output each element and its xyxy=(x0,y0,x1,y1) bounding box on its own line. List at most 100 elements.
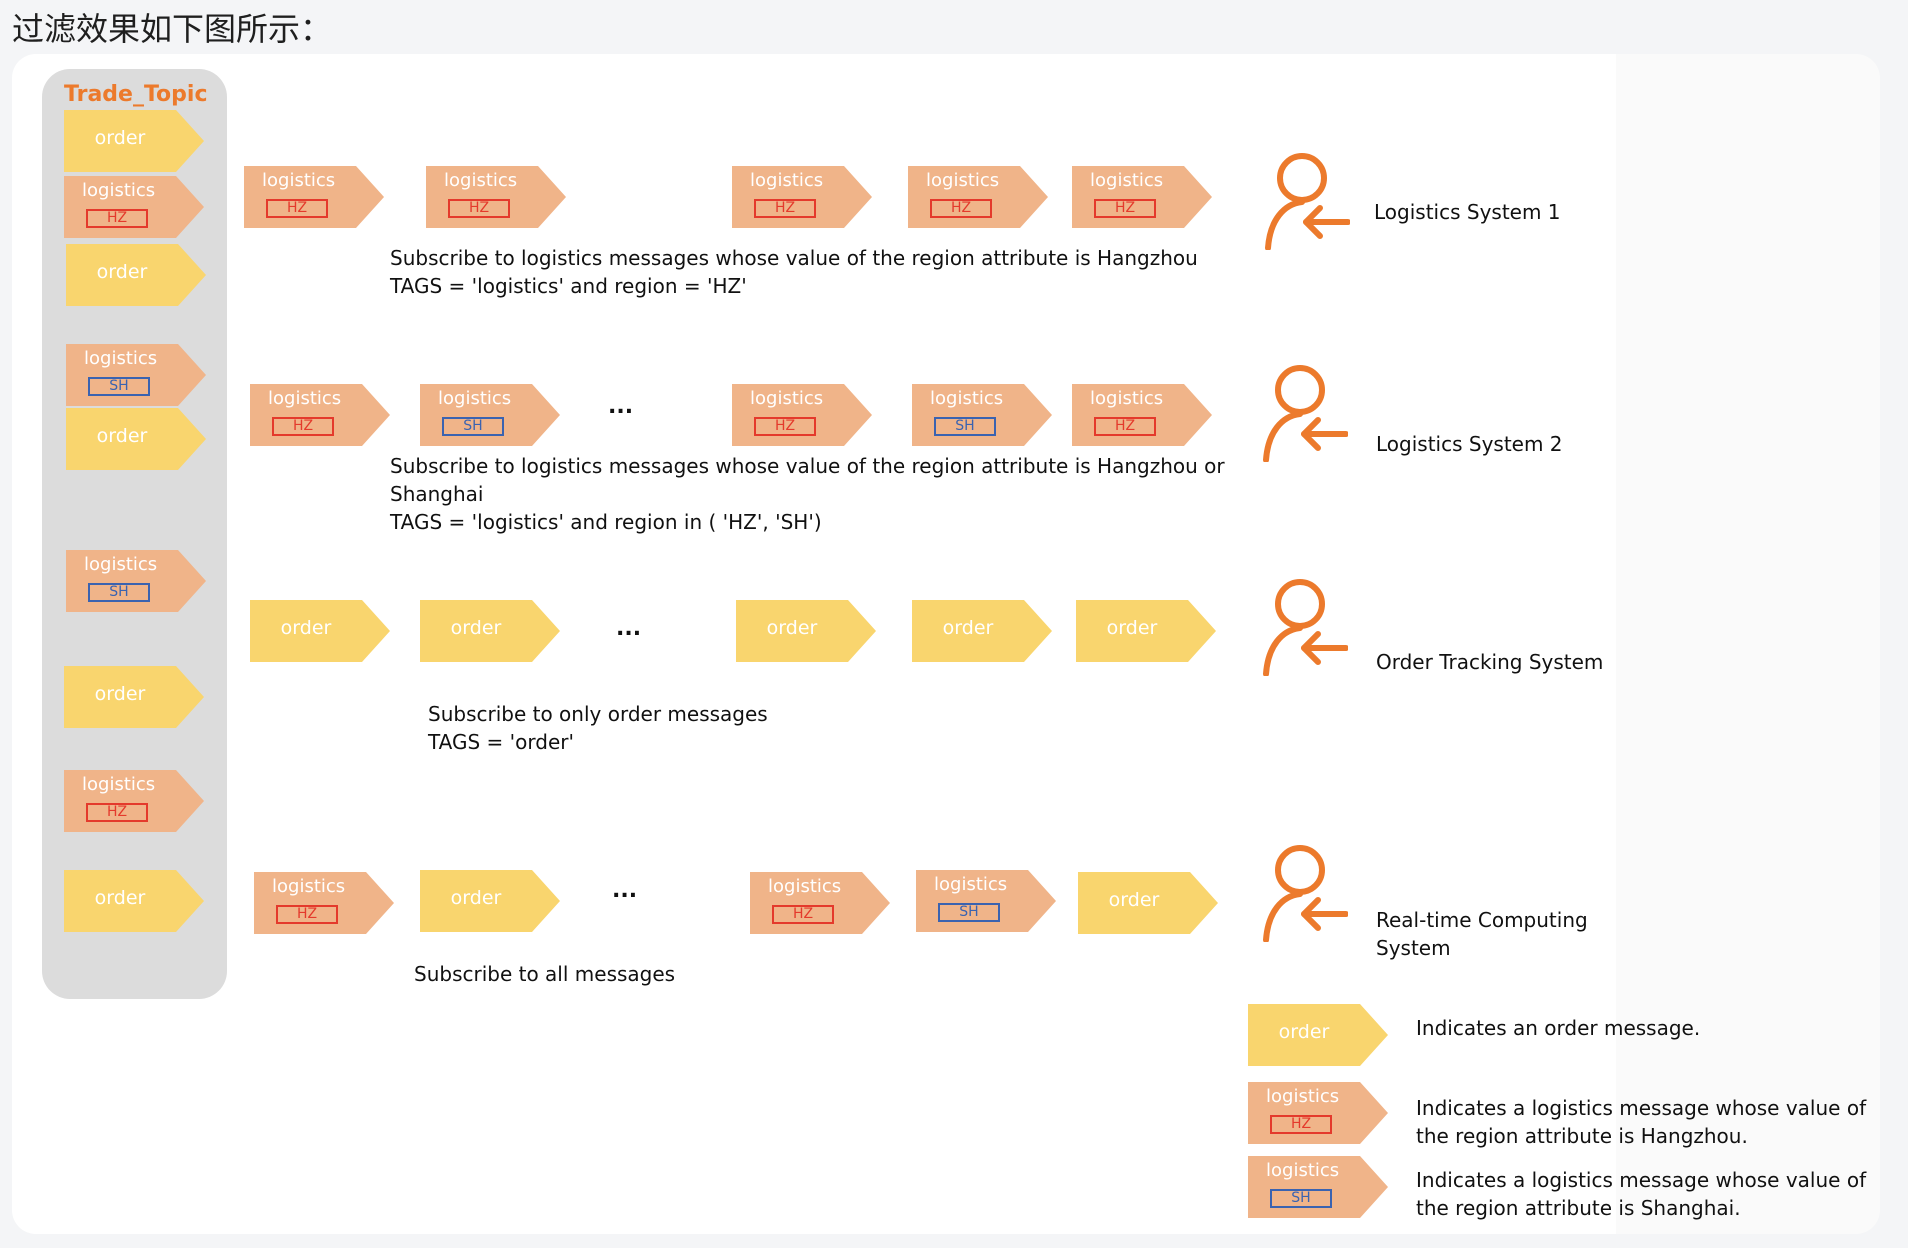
region-tag-hz: HZ xyxy=(930,199,992,218)
message-label: logistics xyxy=(82,774,156,795)
message-label: order xyxy=(96,261,148,283)
message-label: logistics xyxy=(926,170,1000,191)
region-tag-sh: SH xyxy=(88,377,150,396)
region-tag-sh: SH xyxy=(442,417,504,436)
message-arrow-shape xyxy=(1248,1082,1388,1144)
region-tag-hz: HZ xyxy=(276,905,338,924)
region-tag-hz: HZ xyxy=(1094,417,1156,436)
row3-ellipsis: ... xyxy=(616,616,642,641)
order-message-row4: order xyxy=(420,870,560,932)
message-arrow-shape xyxy=(254,872,394,934)
system-realtime-line2: System xyxy=(1376,936,1451,960)
region-tag-hz: HZ xyxy=(272,417,334,436)
legend-sh-text-line1: Indicates a logistics message whose valu… xyxy=(1416,1168,1867,1192)
user-icon-svg xyxy=(1263,845,1349,943)
region-tag-hz: HZ xyxy=(754,199,816,218)
system-realtime-line1: Real-time Computing xyxy=(1376,908,1588,932)
message-arrow-shape xyxy=(250,600,390,662)
message-arrow-shape xyxy=(1248,1004,1388,1066)
legend-hz-text-line1: Indicates a logistics message whose valu… xyxy=(1416,1096,1867,1120)
message-arrow-shape xyxy=(64,666,204,728)
message-label: order xyxy=(450,887,502,909)
message-label: order xyxy=(280,617,332,639)
order-message-topic: order xyxy=(64,870,204,932)
region-tag-hz: HZ xyxy=(266,199,328,218)
message-label: order xyxy=(766,617,818,639)
message-arrow-shape xyxy=(244,166,384,228)
order-message-row3: order xyxy=(912,600,1052,662)
message-label: order xyxy=(1278,1021,1330,1043)
row3-description-line1: Subscribe to only order messages xyxy=(428,702,768,726)
message-label: order xyxy=(1108,889,1160,911)
row2-description-line1: Subscribe to logistics messages whose va… xyxy=(390,454,1225,478)
order-message-row3: order xyxy=(420,600,560,662)
message-arrow-shape xyxy=(66,550,206,612)
message-arrow-shape xyxy=(732,166,872,228)
region-tag-sh: SH xyxy=(938,903,1000,922)
message-arrow-shape xyxy=(912,384,1052,446)
message-arrow-shape xyxy=(420,600,560,662)
row2-description-line2: Shanghai xyxy=(390,482,484,506)
message-arrow-shape xyxy=(420,384,560,446)
region-tag-hz: HZ xyxy=(754,417,816,436)
message-arrow-shape xyxy=(750,872,890,934)
message-label: logistics xyxy=(1266,1160,1340,1181)
message-arrow-shape xyxy=(912,600,1052,662)
system-logistics-1: Logistics System 1 xyxy=(1374,200,1561,224)
message-arrow-shape xyxy=(1248,1156,1388,1218)
order-message-row3: order xyxy=(1076,600,1216,662)
row2-ellipsis: ... xyxy=(608,394,634,419)
user-icon-svg xyxy=(1265,153,1351,251)
region-tag-hz: HZ xyxy=(1270,1115,1332,1134)
region-tag-hz: HZ xyxy=(86,803,148,822)
order-message-row3: order xyxy=(250,600,390,662)
region-tag-sh: SH xyxy=(1270,1189,1332,1208)
message-label: order xyxy=(94,683,146,705)
region-tag-hz: HZ xyxy=(448,199,510,218)
order-message-legend: order xyxy=(1248,1004,1388,1066)
message-arrow-shape xyxy=(250,384,390,446)
message-arrow-shape xyxy=(732,384,872,446)
message-label: logistics xyxy=(934,874,1008,895)
message-label: order xyxy=(94,887,146,909)
region-tag-sh: SH xyxy=(88,583,150,602)
row4-description-line1: Subscribe to all messages xyxy=(414,962,676,986)
consumer-user-icon xyxy=(1262,150,1351,251)
system-order-tracking: Order Tracking System xyxy=(1376,650,1604,674)
message-label: logistics xyxy=(750,170,824,191)
user-icon-svg xyxy=(1263,365,1349,463)
message-label: logistics xyxy=(82,180,156,201)
page-heading: 过滤效果如下图所示： xyxy=(12,10,333,48)
message-arrow-shape xyxy=(1078,872,1218,934)
user-icon-svg xyxy=(1263,579,1349,677)
message-arrow-shape xyxy=(64,176,204,238)
order-message-topic: order xyxy=(66,408,206,470)
message-label: logistics xyxy=(1090,170,1164,191)
legend-sh-text-line2: the region attribute is Shanghai. xyxy=(1416,1196,1741,1220)
diagram-canvas: Trade_Topic ... Subscribe to logistics m… xyxy=(12,54,1880,1234)
message-arrow-shape xyxy=(64,110,204,172)
consumer-user-icon xyxy=(1260,362,1349,463)
region-tag-hz: HZ xyxy=(1094,199,1156,218)
consumer-user-icon xyxy=(1260,842,1349,943)
message-arrow-shape xyxy=(916,870,1056,932)
row3-description-line2: TAGS = 'order' xyxy=(428,730,574,754)
order-message-row3: order xyxy=(736,600,876,662)
message-label: logistics xyxy=(930,388,1004,409)
row2-description-line3: TAGS = 'logistics' and region in ( 'HZ',… xyxy=(390,510,822,534)
message-arrow-shape xyxy=(66,408,206,470)
legend-hz-text-line2: the region attribute is Hangzhou. xyxy=(1416,1124,1748,1148)
message-arrow-shape xyxy=(66,344,206,406)
message-arrow-shape xyxy=(66,244,206,306)
message-label: order xyxy=(450,617,502,639)
message-label: logistics xyxy=(262,170,336,191)
